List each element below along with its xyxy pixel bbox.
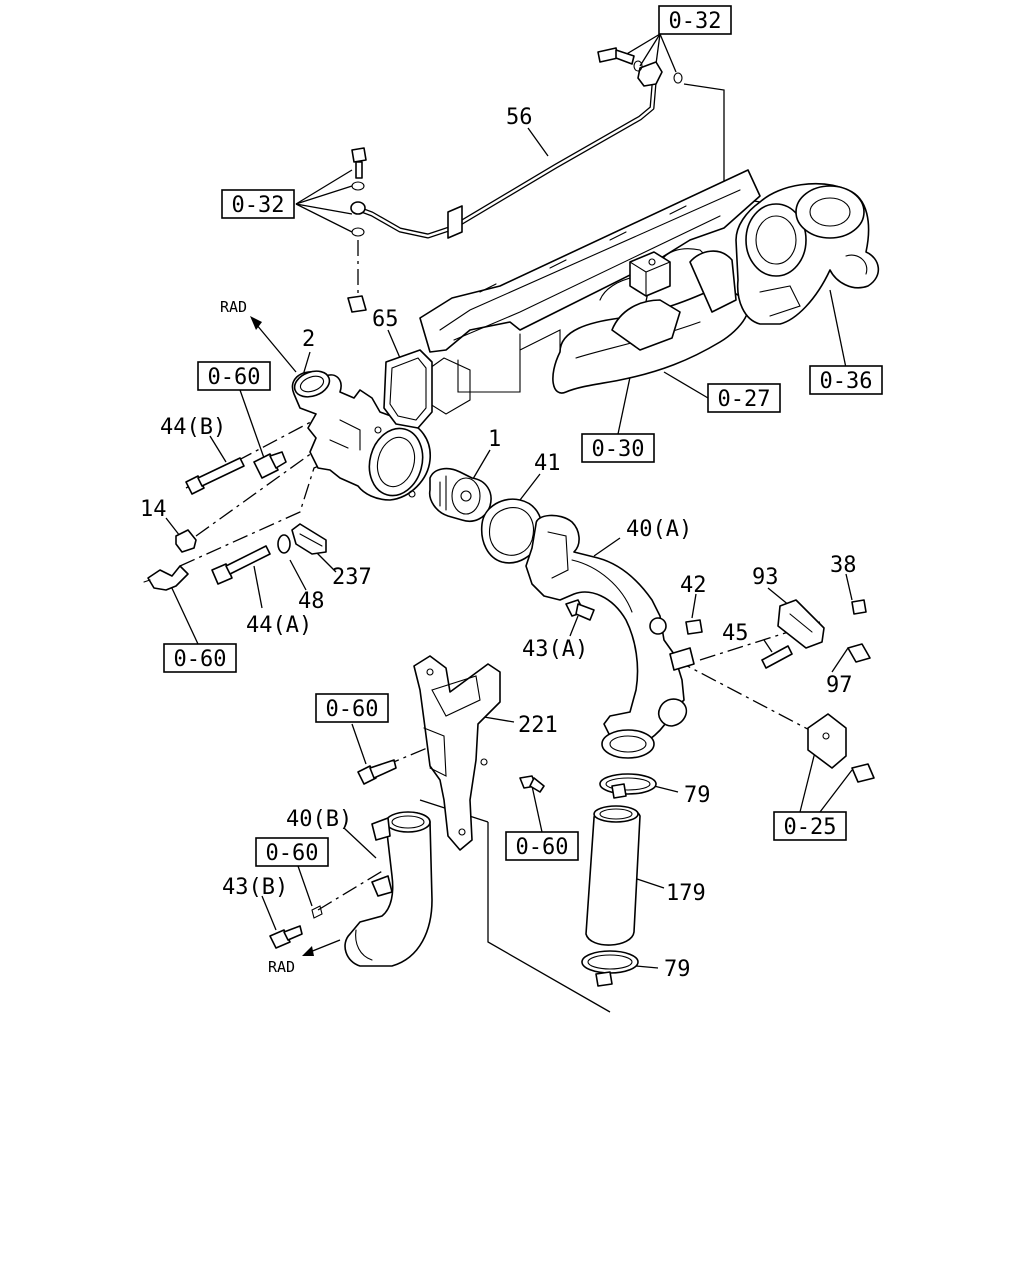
hose-179: [585, 805, 641, 946]
oil-pipe-56: [350, 61, 663, 239]
label-44a: 44(A): [246, 613, 312, 638]
label-237: 237: [332, 565, 372, 590]
thermostat-housing: [291, 295, 431, 501]
label-65: 65: [372, 307, 399, 332]
bracket-93: [777, 599, 825, 649]
bolt-060c: [357, 759, 397, 785]
bracket-025: [807, 713, 875, 783]
label-79-bottom: 79: [664, 957, 691, 982]
plug-14: [175, 529, 197, 553]
label-48: 48: [298, 589, 325, 614]
engine-block-outline: [419, 169, 761, 415]
label-14: 14: [140, 497, 167, 522]
stud-45: [761, 645, 793, 669]
thermostat: [428, 467, 492, 522]
part-labels: 56 2 65 1 41 44(B) 14 237 48 44(A) 40(A)…: [140, 105, 857, 982]
label-43b: 43(B): [222, 875, 288, 900]
ref-025: 0-25: [784, 815, 837, 840]
label-56: 56: [506, 105, 533, 130]
label-179: 179: [666, 881, 706, 906]
bracket-221: [413, 655, 501, 851]
label-97: 97: [826, 673, 853, 698]
rad-arrow-top: [250, 316, 297, 373]
banjo-bolts-and-washers: [351, 47, 683, 237]
rad-label-bottom: RAD: [268, 958, 295, 976]
bolt-43a: [565, 599, 595, 621]
bolt-44a: [211, 545, 271, 585]
clamp-79-bottom: [581, 950, 639, 987]
label-93: 93: [752, 565, 779, 590]
label-40b: 40(B): [286, 807, 352, 832]
clip-237: [291, 523, 327, 555]
label-1: 1: [488, 427, 501, 452]
label-42: 42: [680, 573, 707, 598]
ref-060-pipe-nut: 0-60: [266, 841, 319, 866]
label-2: 2: [302, 327, 315, 352]
rad-arrow-bottom: [302, 939, 341, 956]
nut-060e: [311, 905, 323, 919]
nut-42: [685, 619, 703, 635]
label-79-top: 79: [684, 783, 711, 808]
gasket-65: [383, 349, 433, 429]
label-221: 221: [518, 713, 558, 738]
reference-boxes: 0-32 0-32 0-60 0-36 0-27 0-30 0-60 0-60 …: [163, 5, 883, 867]
sensor-060b: [143, 565, 189, 591]
ref-060-temp-sensor: 0-60: [174, 647, 227, 672]
washer-48: [277, 534, 291, 554]
ref-032-top: 0-32: [669, 9, 722, 34]
ref-060-sensor: 0-60: [208, 365, 261, 390]
label-43a: 43(A): [522, 637, 588, 662]
ref-027: 0-27: [718, 387, 771, 412]
label-44b: 44(B): [160, 415, 226, 440]
label-41: 41: [534, 451, 561, 476]
ref-060-bracket-bolt-right: 0-60: [516, 835, 569, 860]
bolt-43b: [269, 925, 303, 949]
sensor-060a: [253, 451, 287, 479]
ref-032-left: 0-32: [232, 193, 285, 218]
label-38: 38: [830, 553, 857, 578]
clamp-79-top: [599, 773, 657, 799]
bolt-44b: [185, 457, 245, 495]
ref-030: 0-30: [592, 437, 645, 462]
water-pipe-40b: [344, 811, 433, 967]
nut-38: [851, 599, 867, 615]
bolt-060d: [519, 775, 545, 793]
turbocharger: [735, 183, 880, 325]
ref-036: 0-36: [820, 369, 873, 394]
rad-label-top: RAD: [220, 298, 247, 316]
bolt-97: [847, 643, 871, 663]
label-45: 45: [722, 621, 749, 646]
label-40a: 40(A): [626, 517, 692, 542]
ref-060-bracket-bolt: 0-60: [326, 697, 379, 722]
water-pipe-40a: [525, 514, 695, 759]
